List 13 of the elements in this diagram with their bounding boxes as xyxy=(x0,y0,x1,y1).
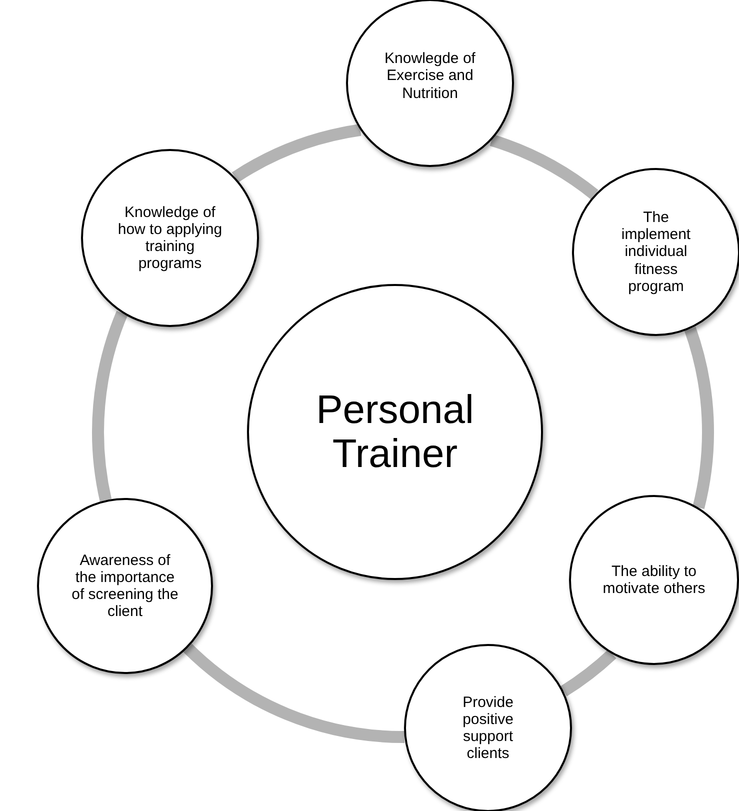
ring-connector xyxy=(232,124,362,183)
node-label: Knowlegde of Exercise and Nutrition xyxy=(384,50,476,102)
ring-connector xyxy=(490,134,598,200)
node-label: The implement individual fitness program xyxy=(620,208,692,296)
node-label: Knowledge of how to applying training programs xyxy=(116,204,224,272)
node-label: Awareness of the importance of screening the client xyxy=(70,552,180,620)
node-label: The ability to motivate others xyxy=(602,562,706,598)
node-label: Provide positive support clients xyxy=(462,694,514,762)
ring-connector xyxy=(184,643,405,743)
node-label: Personal Trainer xyxy=(315,388,475,476)
ring-connector xyxy=(560,650,616,696)
ring-connector xyxy=(684,327,714,509)
ring-connector xyxy=(92,311,128,502)
